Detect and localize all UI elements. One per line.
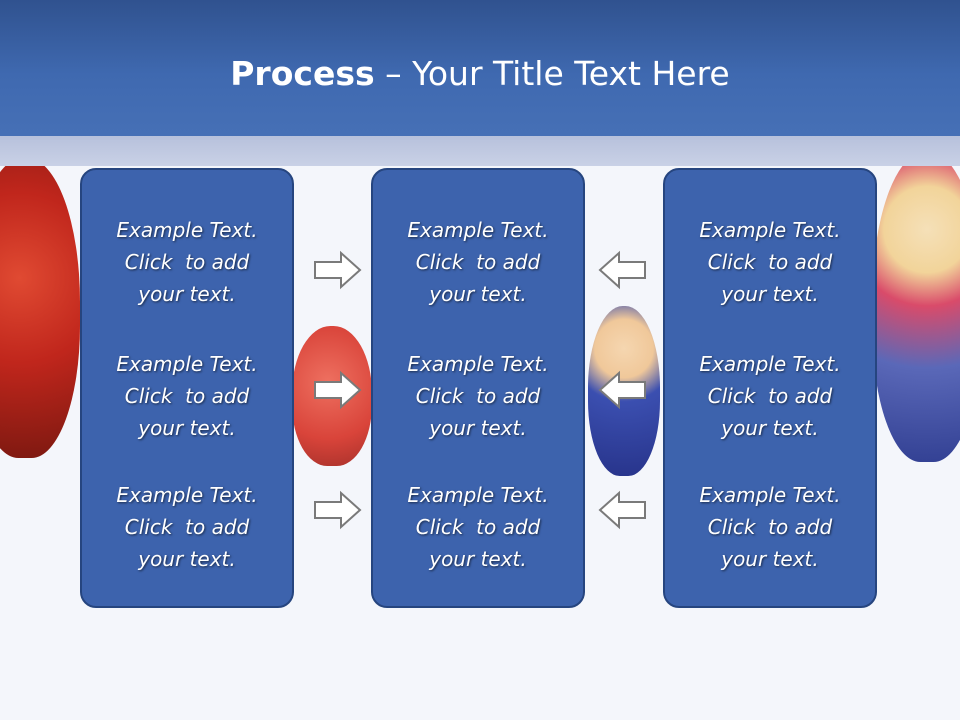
arrow-right-icon <box>314 250 362 290</box>
left-item-1[interactable]: Example Text. Click to add your text. <box>116 218 258 306</box>
arrow-left-icon <box>598 490 646 530</box>
title-bar: Process – Your Title Text Here <box>0 0 960 136</box>
slide-title[interactable]: Process – Your Title Text Here <box>0 54 960 94</box>
center-item-1[interactable]: Example Text. Click to add your text. <box>407 218 549 306</box>
red-doll-large-image <box>0 166 80 458</box>
left-item-2[interactable]: Example Text. Click to add your text. <box>116 352 258 440</box>
header-band <box>0 136 960 166</box>
arrow-right-icon <box>314 490 362 530</box>
right-panel: Example Text. Click to add your text. Ex… <box>663 168 877 608</box>
right-item-2[interactable]: Example Text. Click to add your text. <box>699 352 841 440</box>
center-panel: Example Text. Click to add your text. Ex… <box>371 168 585 608</box>
title-bold: Process <box>230 54 375 93</box>
center-item-2[interactable]: Example Text. Click to add your text. <box>407 352 549 440</box>
left-item-3[interactable]: Example Text. Click to add your text. <box>116 483 258 571</box>
arrow-left-icon <box>598 370 646 410</box>
arrow-left-icon <box>598 250 646 290</box>
right-item-3[interactable]: Example Text. Click to add your text. <box>699 483 841 571</box>
right-item-1[interactable]: Example Text. Click to add your text. <box>699 218 841 306</box>
center-item-3[interactable]: Example Text. Click to add your text. <box>407 483 549 571</box>
title-rest: – Your Title Text Here <box>374 54 730 93</box>
blue-doll-large-image <box>872 166 960 462</box>
arrow-right-icon <box>314 370 362 410</box>
left-panel: Example Text. Click to add your text. Ex… <box>80 168 294 608</box>
